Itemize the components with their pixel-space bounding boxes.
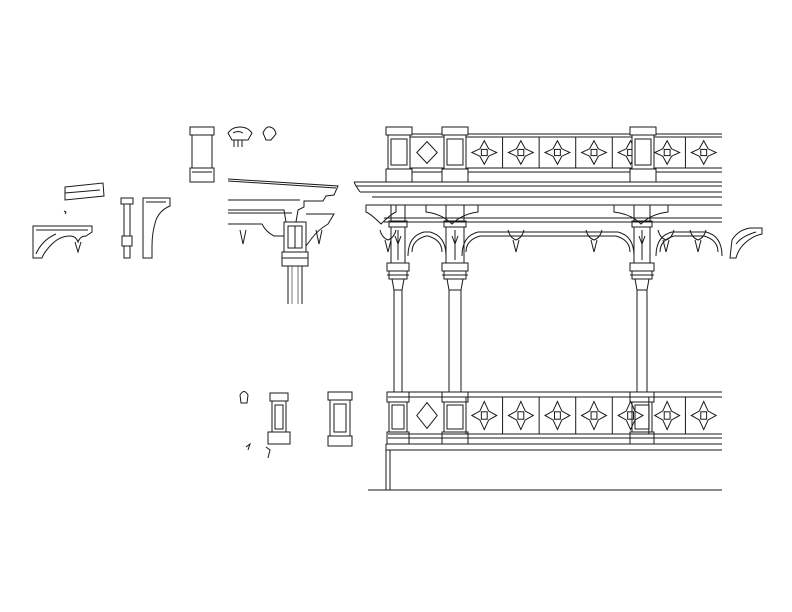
lower-balustrade-panel	[684, 397, 718, 434]
porch-elevation	[353, 126, 723, 491]
cornice-section-detail	[227, 178, 339, 304]
bracket-detail-left	[32, 225, 93, 259]
column-bracket	[425, 204, 479, 225]
upper-balustrade-panel	[575, 137, 608, 168]
porch-column	[441, 204, 469, 445]
post-base-detail	[239, 391, 291, 459]
cap-profile-detail	[227, 126, 277, 147]
lower-balustrade-panel	[465, 397, 498, 434]
column-bracket	[613, 204, 669, 225]
lower-balustrade-panel	[575, 397, 608, 434]
lower-balustrade-panel	[611, 397, 645, 434]
main-cornice	[353, 181, 722, 223]
pendant-drop	[379, 229, 397, 253]
upper-newel-post	[629, 126, 657, 183]
lower-balustrade	[388, 391, 722, 439]
pendant-drop	[507, 229, 525, 253]
newel-post-detail	[189, 126, 215, 183]
arch	[407, 231, 447, 257]
porch-base	[368, 443, 722, 491]
columns	[386, 204, 655, 445]
upper-balustrade	[388, 133, 722, 173]
pilaster-detail	[120, 197, 134, 259]
arch	[461, 231, 635, 257]
upper-balustrade-panel	[465, 137, 498, 168]
side-bracket-detail	[142, 197, 171, 259]
upper-balustrade-panel	[684, 137, 718, 168]
upper-newel-post	[441, 126, 469, 183]
lower-balustrade-panel	[648, 397, 681, 434]
cornice-fragment	[63, 182, 105, 215]
end-bracket-detail	[729, 227, 763, 259]
upper-balustrade-panel	[538, 137, 572, 168]
upper-newel-post	[385, 126, 413, 183]
upper-balustrade-panel	[416, 140, 438, 165]
detail-parts	[32, 126, 763, 459]
pendant-drop	[585, 229, 603, 253]
arch	[655, 231, 723, 257]
lower-balustrade-panel	[416, 401, 438, 430]
pendant-drop	[657, 229, 675, 253]
pendant-drop	[689, 229, 707, 253]
lower-newel-detail	[327, 391, 353, 447]
upper-balustrade-panel	[502, 137, 535, 168]
upper-posts	[385, 126, 657, 183]
lower-balustrade-panel	[538, 397, 571, 434]
column-bracket	[365, 204, 397, 225]
lower-balustrade-panel	[502, 397, 535, 434]
arch-brackets	[365, 204, 723, 257]
